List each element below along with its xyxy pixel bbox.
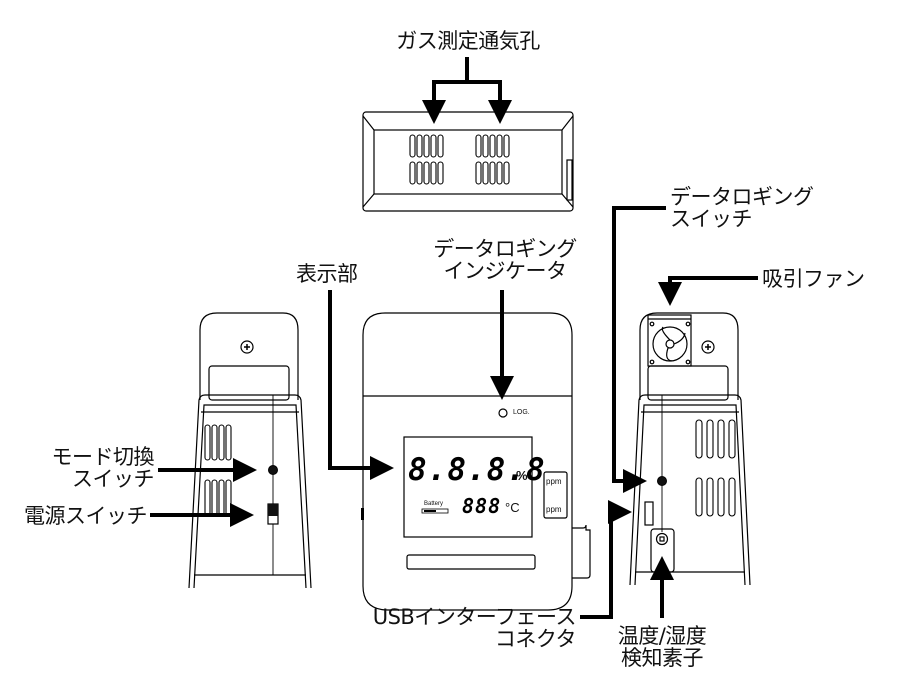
power-switch-slider (268, 504, 278, 516)
usb-arrow (580, 500, 632, 619)
left-side-device (188, 312, 312, 589)
vent-hole (409, 161, 416, 185)
side-slot (695, 419, 703, 459)
power-switch-label: 電源スイッチ (24, 504, 148, 528)
side-slot (211, 424, 218, 461)
sensor-label-line2: 検知素子 (621, 646, 704, 670)
fan-label: 吸引ファン (762, 267, 865, 291)
vent-hole (496, 161, 503, 185)
side-slot (728, 477, 736, 517)
percent-unit: % (516, 468, 528, 483)
ppm-top: ppm (546, 477, 562, 486)
vent-hole (437, 161, 444, 185)
display-label: 表示部 (296, 262, 358, 286)
side-slot (225, 424, 232, 461)
log-switch-label-line2: スイッチ (670, 207, 753, 231)
side-slot (717, 419, 725, 459)
usb-label-line2: コネクタ (494, 627, 577, 651)
left-vent-slots (204, 424, 232, 516)
vent-hole (409, 134, 416, 158)
main-lcd-digits: 8.8.8.8 (408, 452, 546, 488)
battery-text: Battery (424, 501, 444, 507)
vent-hole (489, 161, 496, 185)
side-slot (728, 419, 736, 459)
side-slot (204, 424, 211, 461)
side-slot (211, 479, 218, 516)
log-indicator-text: LOG. (513, 409, 530, 416)
mode-switch-label-line1: モード切換 (51, 445, 155, 469)
sensor-label-line1: 温度/湿度 (617, 624, 707, 648)
vent-hole (423, 161, 430, 185)
ppm-bottom: ppm (546, 505, 562, 514)
vent-hole (482, 161, 489, 185)
front-device (362, 312, 591, 611)
side-slot (706, 477, 714, 517)
side-slot (706, 419, 714, 459)
vent-hole (437, 134, 444, 158)
log-indicator-label-line2: インジケータ (443, 259, 568, 283)
vent-hole (416, 134, 423, 158)
side-slot (218, 479, 225, 516)
fan-arrow (658, 276, 758, 306)
data-logging-switch-knob (657, 476, 667, 486)
side-slot (717, 477, 725, 517)
vent-hole (496, 134, 503, 158)
gas-vent-label: ガス測定通気孔 (396, 29, 540, 53)
right-vent-slots (695, 419, 736, 517)
front-side-notch (361, 508, 364, 520)
top-view-device (362, 111, 574, 212)
vent-hole (475, 161, 482, 185)
vent-hole (423, 134, 430, 158)
vent-hole (430, 161, 437, 185)
gas-vent-arrow-left (434, 57, 500, 120)
log-switch-label-line1: データロギング (670, 185, 814, 209)
side-slot (695, 477, 703, 517)
side-slot (225, 479, 232, 516)
vent-hole (430, 134, 437, 158)
gas-vent-holes (409, 134, 510, 185)
usb-label-line1: USBインターフェース (372, 605, 577, 629)
vent-hole (503, 161, 510, 185)
leader-lines (150, 57, 758, 619)
battery-level (424, 510, 436, 512)
vent-hole (503, 134, 510, 158)
log-indicator-label-line1: データロギング (433, 237, 577, 261)
side-slot (204, 479, 211, 516)
battery-gauge (421, 508, 449, 514)
vent-hole (489, 134, 496, 158)
display-arrow (328, 290, 394, 480)
vent-hole (416, 161, 423, 185)
mode-switch-knob (268, 465, 278, 475)
vent-hole (475, 134, 482, 158)
data-logging-switch-arrow (612, 206, 666, 493)
right-side-device (629, 312, 751, 586)
side-slot (218, 424, 225, 461)
vent-hole (482, 134, 489, 158)
celsius-unit: °C (505, 500, 520, 515)
mode-switch-label-line2: スイッチ (72, 467, 155, 491)
temp-lcd-digits: 888 (462, 494, 502, 518)
